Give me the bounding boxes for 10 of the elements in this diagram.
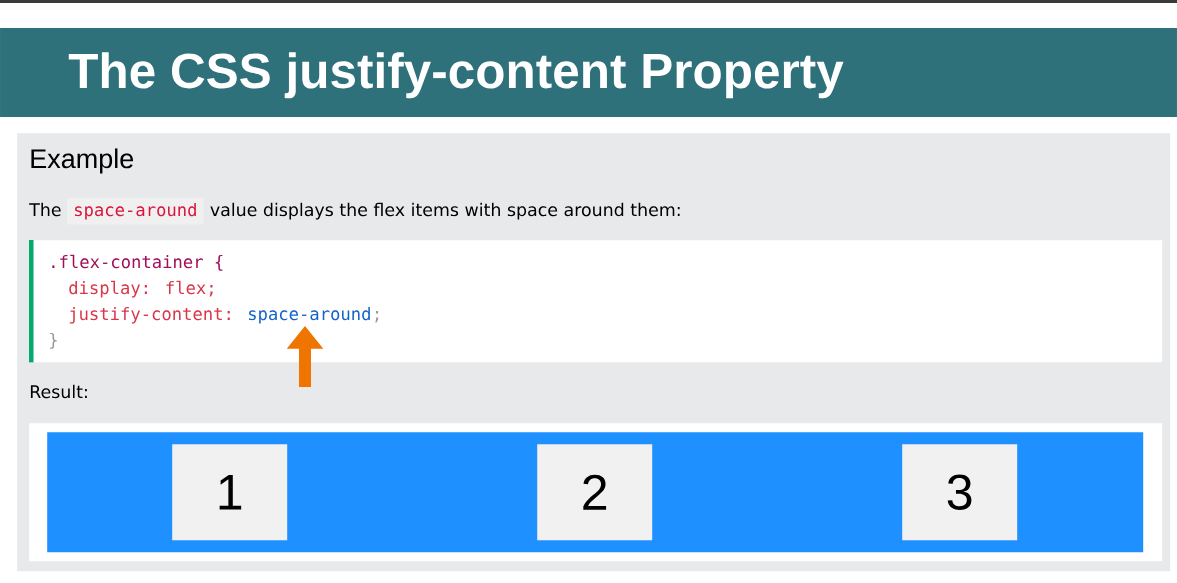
title-banner: The CSS justify-content Property	[0, 28, 1177, 117]
flex-item: 1	[172, 444, 288, 541]
flex-item: 3	[902, 444, 1018, 541]
heading: Example	[31, 148, 134, 174]
flex-item: 2	[537, 444, 653, 541]
inline-code: space-around	[67, 197, 204, 225]
sentence: The space-around value displays the flex items with space around them:	[29, 197, 680, 225]
code-value: space-around	[249, 306, 370, 324]
code-block: .flex-container { display: flex; justify-content: space-around ; }	[29, 240, 1163, 363]
section-label: Result:	[30, 384, 87, 399]
